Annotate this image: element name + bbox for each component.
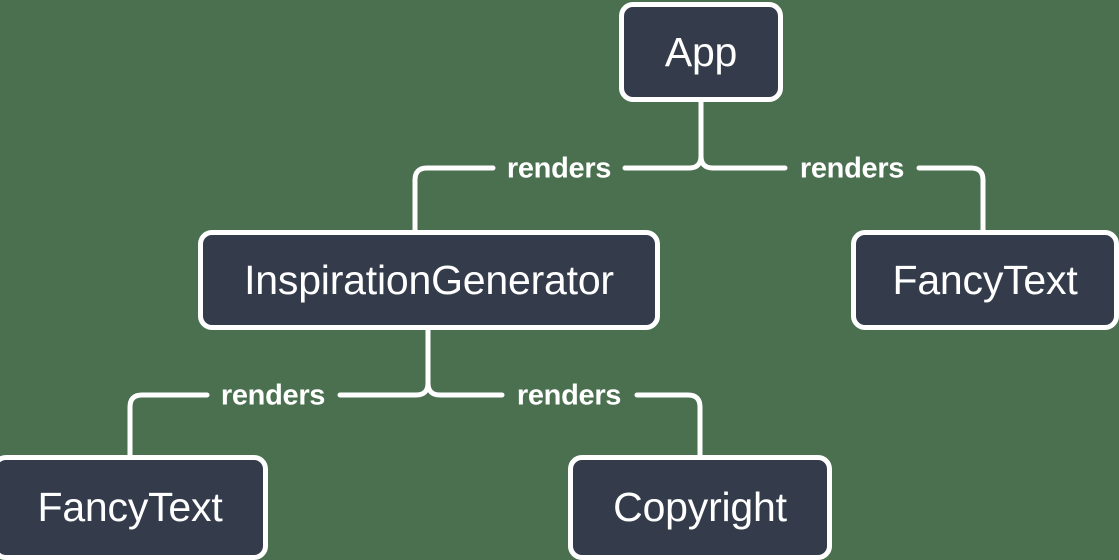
edge-connector-seg-app-right xyxy=(916,165,986,233)
node-label: App xyxy=(664,28,738,75)
edge-label-label-inspgen-copyright: renders xyxy=(516,379,622,412)
node-label: FancyText xyxy=(892,256,1078,303)
node-inspgen[interactable]: InspirationGenerator xyxy=(198,230,660,330)
node-label: FancyText xyxy=(37,484,223,530)
node-fancy2[interactable]: FancyText xyxy=(0,455,268,560)
edge-connector-seg-app-left xyxy=(412,165,496,233)
edge-connector-trunk-app-right xyxy=(698,99,788,171)
node-label: Copyright xyxy=(613,484,787,530)
edge-connector-trunk-app xyxy=(622,99,704,171)
edge-connector-seg-ig-left xyxy=(127,392,210,458)
edge-connector-trunk-inspgen xyxy=(337,327,431,398)
edge-label-label-inspgen-fancy2: renders xyxy=(220,379,326,412)
node-label: InspirationGenerator xyxy=(244,256,614,303)
edge-label-label-app-inspgen: renders xyxy=(506,152,612,185)
node-app[interactable]: App xyxy=(619,2,783,102)
node-copyright[interactable]: Copyright xyxy=(568,455,832,560)
edge-connector-seg-ig-right xyxy=(634,392,703,458)
edge-label-label-app-fancy1: renders xyxy=(799,152,905,185)
edge-connector-trunk-ig-right xyxy=(425,327,505,398)
node-fancy1[interactable]: FancyText xyxy=(851,230,1119,330)
